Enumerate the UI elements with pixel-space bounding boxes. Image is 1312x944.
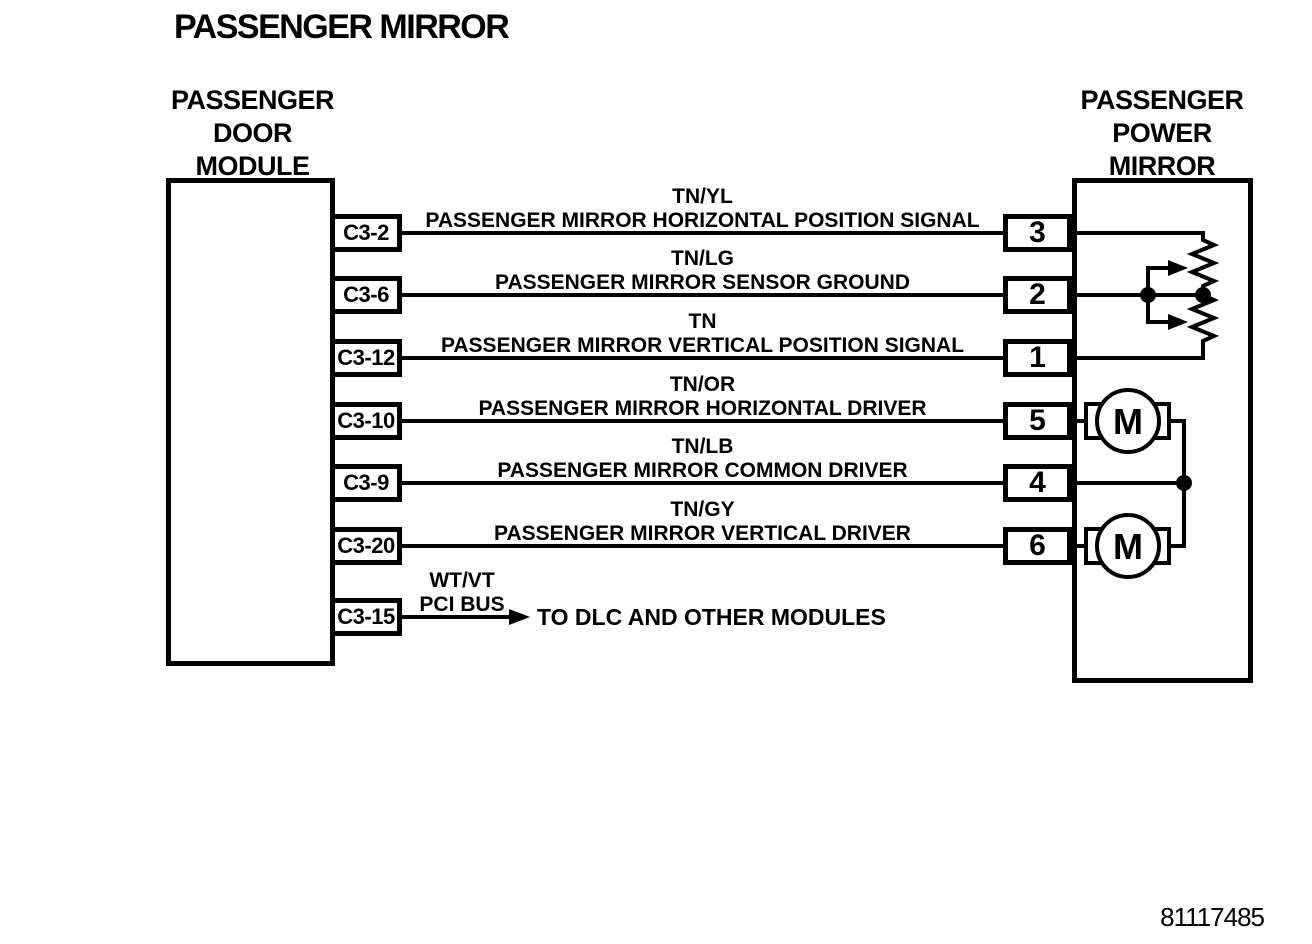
wire-signal-label: PASSENGER MIRROR HORIZONTAL DRIVER [478, 397, 927, 420]
connector-tag-c3-20: C3-20 [330, 527, 402, 565]
wiper-arm-upper [1146, 266, 1170, 295]
wiper-arrow-upper-icon [1168, 260, 1188, 276]
wiper-arm-lower [1146, 295, 1170, 324]
pci-bus-label: PCI BUS [419, 593, 505, 616]
motor-label: M [1113, 526, 1143, 567]
wire-color-label: WT/VT [429, 569, 495, 592]
wire-signal-label: PASSENGER MIRROR COMMON DRIVER [497, 459, 908, 482]
mirror-pin-2: 2 [1003, 276, 1072, 314]
wiper-arrow-lower-icon [1168, 314, 1188, 330]
wire-signal-label: PASSENGER MIRROR VERTICAL POSITION SIGNA… [440, 334, 965, 357]
wire-color-label: TN/LG [671, 247, 734, 270]
mirror-pin-6: 6 [1003, 527, 1072, 565]
wire-color-label: TN/YL [672, 185, 733, 208]
wire-signal-label: PASSENGER MIRROR SENSOR GROUND [495, 271, 910, 294]
connector-tag-c3-6: C3-6 [330, 276, 402, 314]
document-number: 81117485 [1160, 902, 1265, 932]
connector-tag-c3-2: C3-2 [330, 214, 402, 252]
vertical-motor-symbol [1095, 513, 1161, 579]
wire-color-label: TN [688, 310, 717, 333]
pci-bus-arrow-icon [509, 609, 530, 625]
mirror-pin-1: 1 [1003, 339, 1072, 377]
left-module-title: PASSENGER DOOR MODULE [170, 85, 335, 181]
junction-dot [1140, 287, 1156, 303]
motor-label: M [1113, 401, 1143, 442]
vertical-motor-return [1169, 483, 1186, 548]
mirror-pin-4: 4 [1003, 464, 1072, 502]
pci-bus-destination-label: TO DLC AND OTHER MODULES [537, 604, 886, 630]
mirror-pin-5: 5 [1003, 402, 1072, 440]
connector-tag-c3-15: C3-15 [330, 598, 402, 636]
wire-color-label: TN/OR [669, 373, 736, 396]
connector-tag-c3-12: C3-12 [330, 339, 402, 377]
wire-signal-label: PASSENGER MIRROR HORIZONTAL POSITION SIG… [425, 209, 980, 232]
wire-color-label: TN/LB [671, 435, 734, 458]
junction-dot [1195, 287, 1211, 303]
wire-signal-label: PASSENGER MIRROR VERTICAL DRIVER [494, 522, 911, 545]
horizontal-motor-return [1169, 419, 1186, 483]
horizontal-motor-symbol [1095, 388, 1161, 454]
mirror-pin-3: 3 [1003, 214, 1072, 252]
connector-tag-c3-9: C3-9 [330, 464, 402, 502]
wire-color-label: TN/GY [670, 498, 735, 521]
connector-tag-c3-10: C3-10 [330, 402, 402, 440]
right-module-title: PASSENGER POWER MIRROR [1080, 85, 1244, 181]
page-title: PASSENGER MIRROR [174, 8, 510, 46]
